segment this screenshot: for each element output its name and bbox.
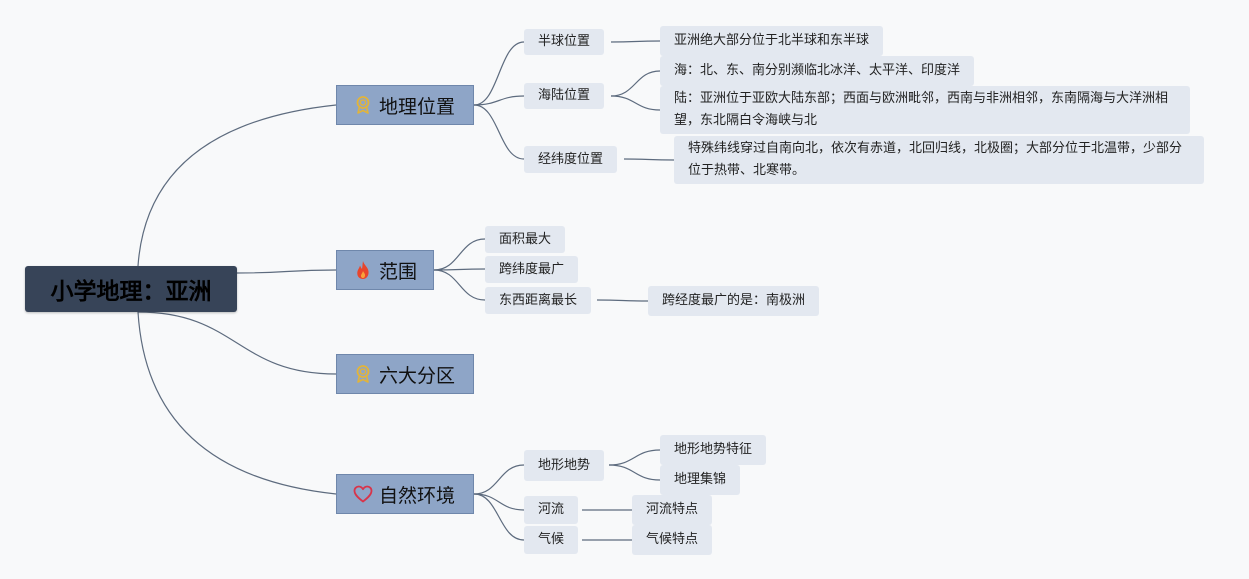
branch-label: 自然环境 <box>379 484 456 507</box>
connector-line <box>473 95 525 106</box>
connector-line <box>610 70 661 97</box>
connector-line <box>473 104 525 160</box>
root-connector-line <box>137 311 337 375</box>
connector-line <box>473 41 525 106</box>
leaf-terrain-features[interactable]: 地形地势特征 <box>660 435 767 465</box>
connector-line <box>473 493 525 541</box>
sub-climate[interactable]: 气候 <box>524 526 579 554</box>
leaf-climate-features[interactable]: 气候特点 <box>632 525 713 555</box>
root-connector-line <box>137 104 337 267</box>
award-icon <box>353 95 373 115</box>
leaf-sea-detail[interactable]: 海：北、东、南分别濒临北冰洋、太平洋、印度洋 <box>660 56 975 86</box>
connector-line <box>610 95 661 111</box>
branch-label: 地理位置 <box>379 95 456 118</box>
connector-line <box>473 493 525 511</box>
sub-hemisphere[interactable]: 半球位置 <box>524 29 605 55</box>
fire-icon <box>353 260 373 280</box>
connector-line <box>608 449 661 466</box>
sub-largest-area[interactable]: 面积最大 <box>485 226 566 253</box>
connector-line <box>608 464 661 481</box>
connector-line <box>610 40 661 43</box>
connector-line <box>596 299 649 302</box>
branch-six-regions[interactable]: 六大分区 <box>336 354 474 394</box>
heart-icon <box>353 484 373 504</box>
leaf-land-detail[interactable]: 陆：亚洲位于亚欧大陆东部；西面与欧洲毗邻，西南与非洲相邻，东南隔海与大洋洲相望，… <box>660 86 1190 134</box>
branch-label: 六大分区 <box>379 364 456 387</box>
sub-sea-land[interactable]: 海陆位置 <box>524 83 605 109</box>
leaf-hemisphere-detail[interactable]: 亚洲绝大部分位于北半球和东半球 <box>660 26 884 56</box>
branch-natural-environment[interactable]: 自然环境 <box>336 474 474 514</box>
connector-line <box>473 464 525 495</box>
sub-longest-east-west[interactable]: 东西距离最长 <box>485 287 592 314</box>
connector-line <box>433 269 486 301</box>
leaf-river-features[interactable]: 河流特点 <box>632 495 713 525</box>
leaf-latitude-detail[interactable]: 特殊纬线穿过自南向北，依次有赤道，北回归线，北极圈；大部分位于北温带，少部分位于… <box>674 136 1204 184</box>
sub-widest-latitude[interactable]: 跨纬度最广 <box>485 256 579 283</box>
leaf-geo-collection[interactable]: 地理集锦 <box>660 465 741 495</box>
award-icon <box>353 364 373 384</box>
connector-line <box>433 238 486 271</box>
root-node[interactable]: 小学地理：亚洲 <box>25 266 237 312</box>
branch-extent[interactable]: 范围 <box>336 250 434 290</box>
root-connector-line <box>236 269 337 274</box>
sub-lat-lon[interactable]: 经纬度位置 <box>524 146 618 173</box>
branch-label: 范围 <box>379 260 418 283</box>
sub-terrain[interactable]: 地形地势 <box>524 450 605 481</box>
branch-geo-location[interactable]: 地理位置 <box>336 85 474 125</box>
root-connector-line <box>137 311 337 495</box>
leaf-longitude-detail[interactable]: 跨经度最广的是：南极洲 <box>648 286 820 316</box>
sub-rivers[interactable]: 河流 <box>524 496 579 524</box>
connector-line <box>623 158 675 161</box>
root-label: 小学地理：亚洲 <box>50 279 212 305</box>
